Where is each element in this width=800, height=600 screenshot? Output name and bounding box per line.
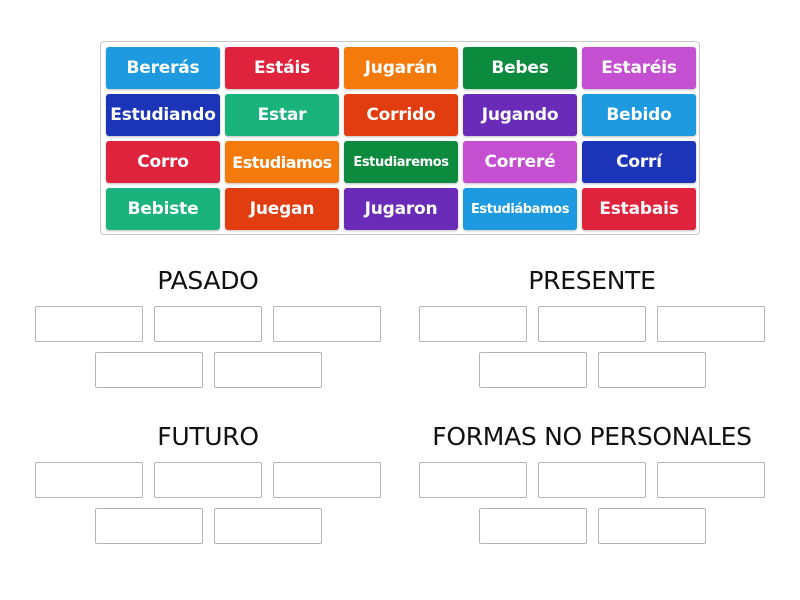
drop-slot[interactable]: [597, 508, 706, 544]
drop-slot[interactable]: [273, 306, 381, 342]
word-tile[interactable]: Jugando: [463, 94, 577, 136]
drop-slot[interactable]: [213, 508, 322, 544]
word-tile[interactable]: Estudiaremos: [344, 141, 458, 183]
group-pasado: PASADO: [35, 264, 381, 398]
word-tile[interactable]: Estudiábamos: [463, 188, 577, 230]
word-tile[interactable]: Bebiste: [106, 188, 220, 230]
word-tile[interactable]: Estáis: [225, 47, 339, 89]
word-tile[interactable]: Estudiando: [106, 94, 220, 136]
drop-slot[interactable]: [213, 352, 322, 388]
drop-slot[interactable]: [35, 306, 143, 342]
drop-slot[interactable]: [478, 508, 587, 544]
drop-slot[interactable]: [94, 508, 203, 544]
drop-slot[interactable]: [35, 462, 143, 498]
drop-slot[interactable]: [478, 352, 587, 388]
word-tile[interactable]: Bebes: [463, 47, 577, 89]
drop-slot[interactable]: [538, 462, 646, 498]
group-presente: PRESENTE: [419, 264, 765, 398]
word-tile[interactable]: Jugaron: [344, 188, 458, 230]
word-bank: Bererás Estáis Jugarán Bebes Estaréis Es…: [100, 41, 700, 235]
word-tile[interactable]: Corro: [106, 141, 220, 183]
word-tile[interactable]: Estaréis: [582, 47, 696, 89]
group-title: FORMAS NO PERSONALES: [432, 422, 752, 451]
drop-slot[interactable]: [273, 462, 381, 498]
group-title: PASADO: [157, 266, 259, 295]
drop-slot[interactable]: [419, 462, 527, 498]
word-tile[interactable]: Corrí: [582, 141, 696, 183]
group-futuro: FUTURO: [35, 420, 381, 554]
drop-slot[interactable]: [657, 306, 765, 342]
word-tile[interactable]: Jugarán: [344, 47, 458, 89]
word-tile[interactable]: Estabais: [582, 188, 696, 230]
drop-slot[interactable]: [419, 306, 527, 342]
drop-slot[interactable]: [657, 462, 765, 498]
word-tile[interactable]: Estar: [225, 94, 339, 136]
word-tile[interactable]: Correré: [463, 141, 577, 183]
word-tile[interactable]: Estudiamos: [225, 141, 339, 183]
drop-slot[interactable]: [154, 306, 262, 342]
drop-slot[interactable]: [597, 352, 706, 388]
group-title: FUTURO: [157, 422, 259, 451]
word-tile[interactable]: Bebido: [582, 94, 696, 136]
word-tile[interactable]: Bererás: [106, 47, 220, 89]
word-tile[interactable]: Corrido: [344, 94, 458, 136]
drop-slot[interactable]: [538, 306, 646, 342]
group-title: PRESENTE: [528, 266, 656, 295]
drop-slot[interactable]: [154, 462, 262, 498]
drop-slot[interactable]: [94, 352, 203, 388]
word-tile[interactable]: Juegan: [225, 188, 339, 230]
group-formas-no-personales: FORMAS NO PERSONALES: [419, 420, 765, 554]
